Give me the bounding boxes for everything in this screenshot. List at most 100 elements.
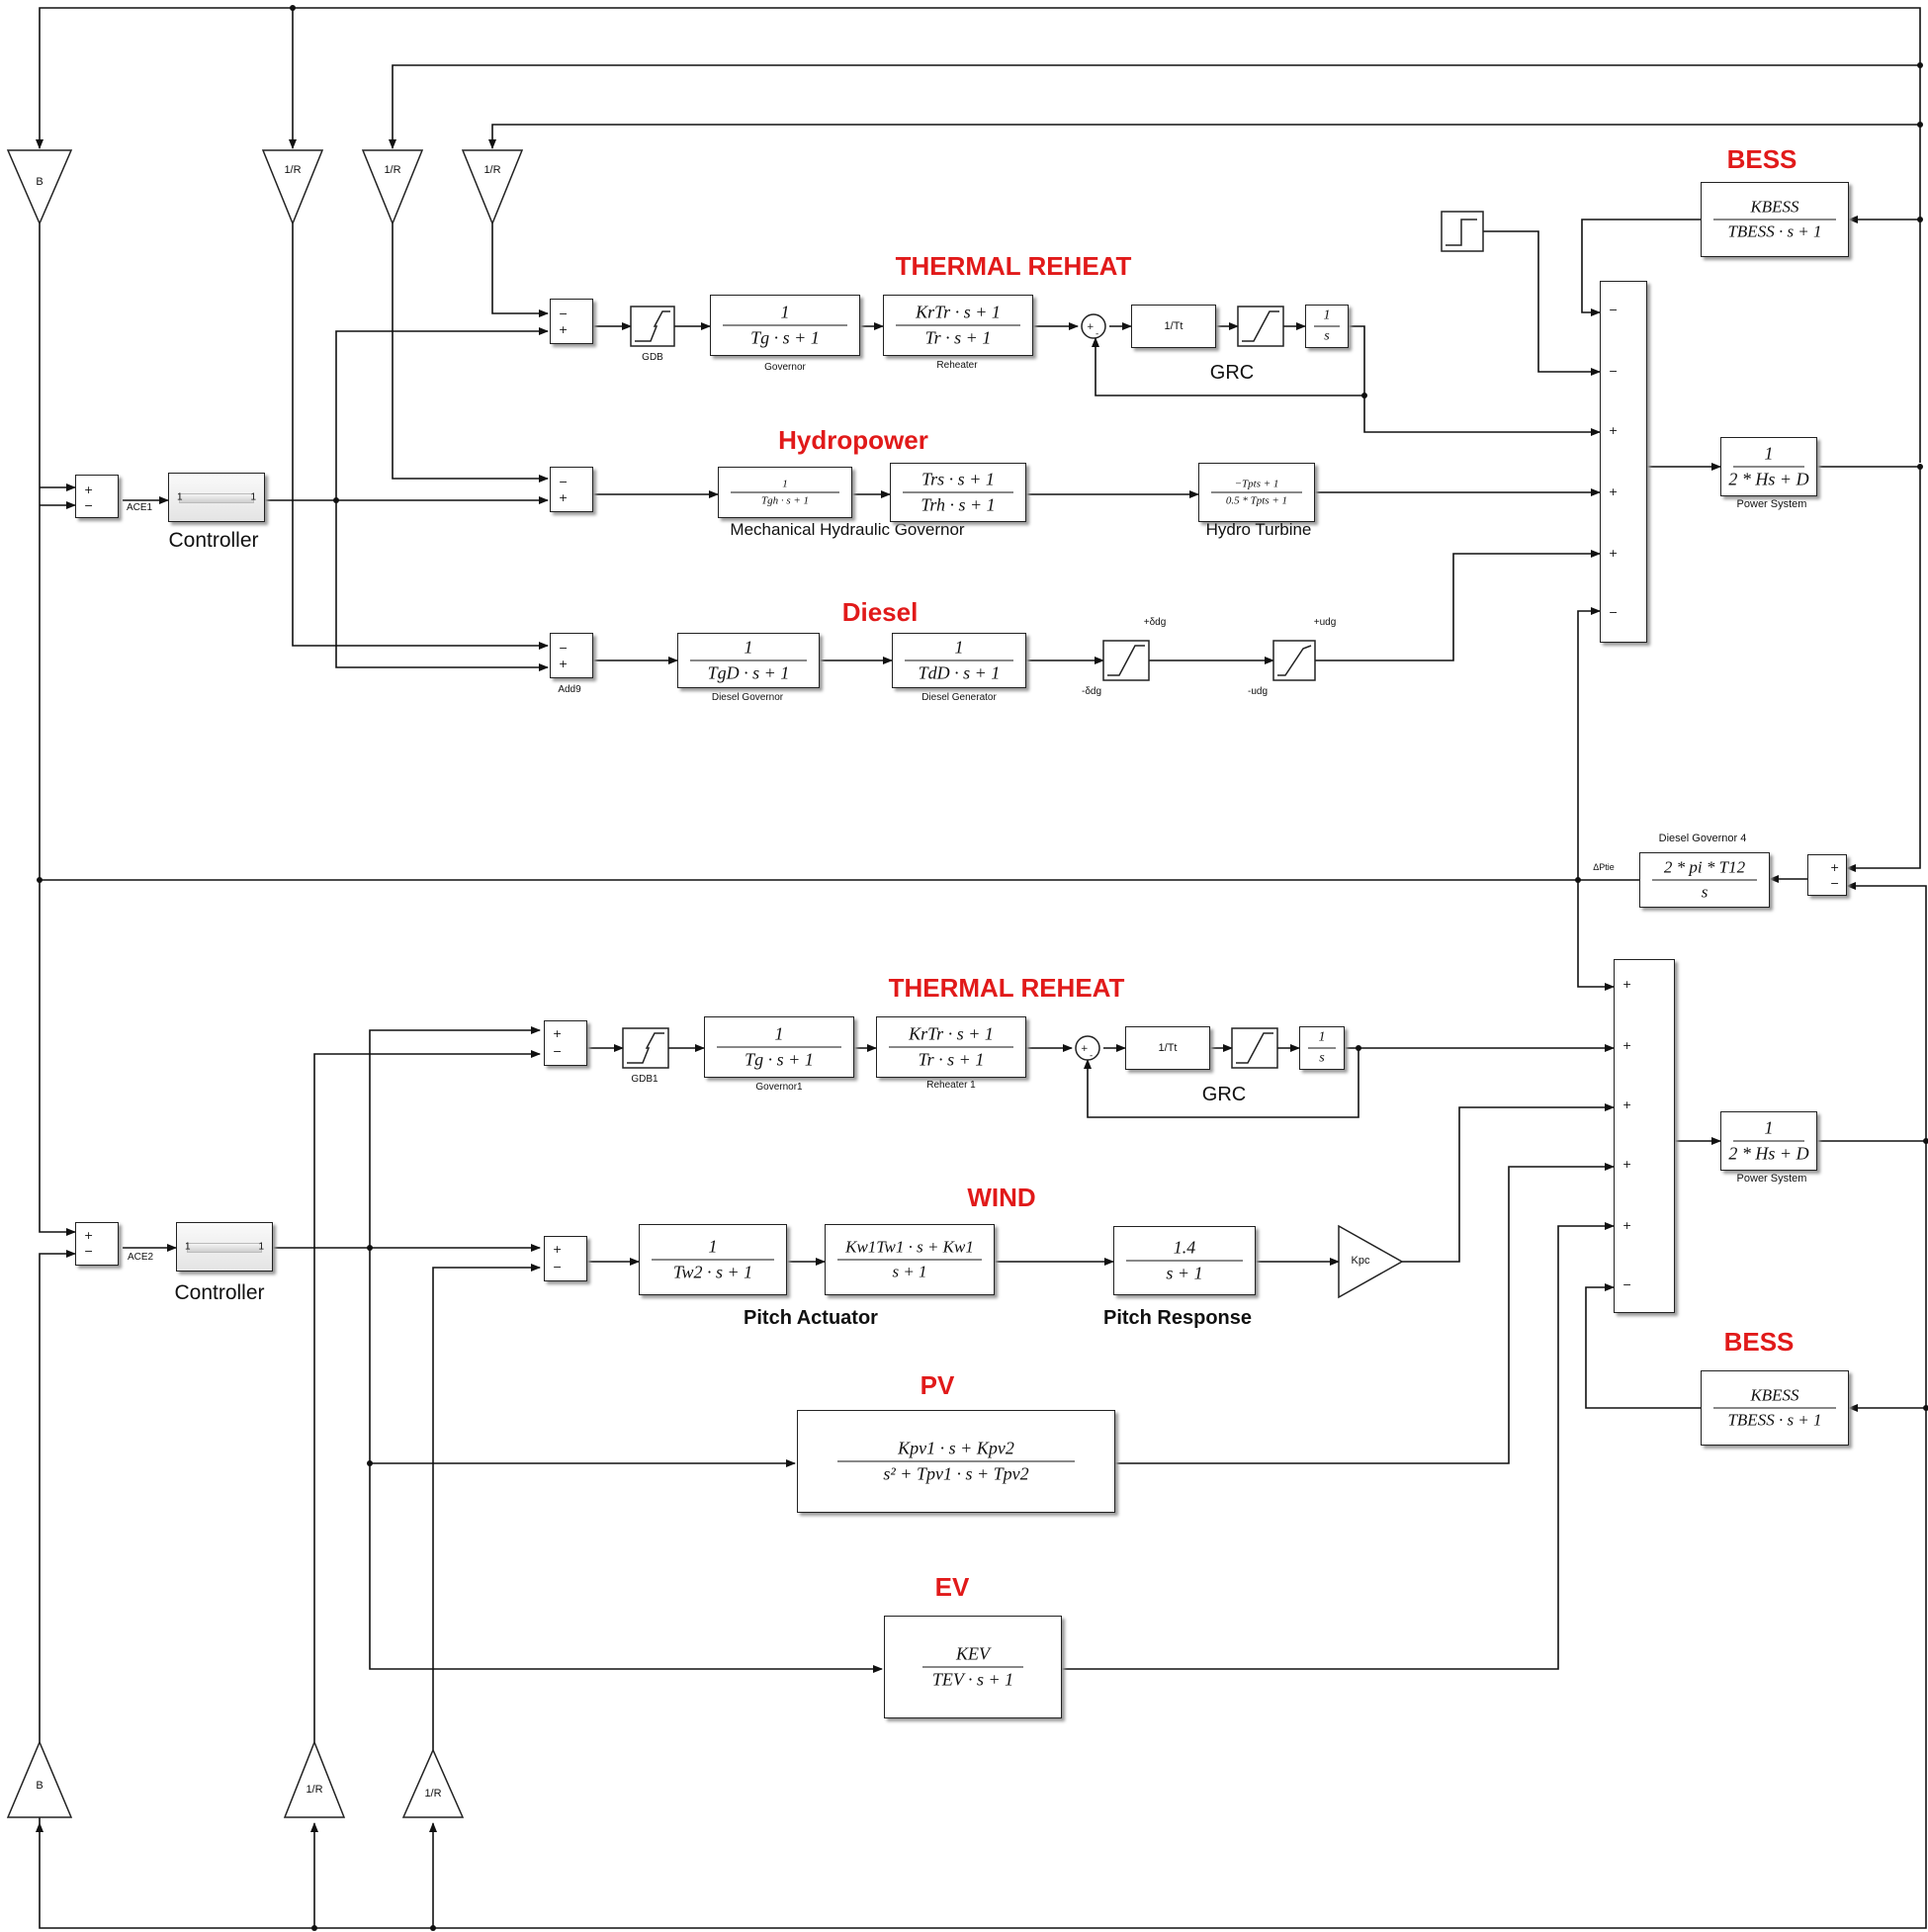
gain-1-r-3	[461, 149, 524, 225]
sum-wind[interactable]: +−	[544, 1236, 587, 1281]
wire	[432, 1264, 541, 1750]
controller-block-2[interactable]: 1 1	[176, 1222, 273, 1272]
grc-saturation-top	[1237, 306, 1284, 347]
label-add9: Add9	[558, 684, 581, 695]
sum-junction-top	[1081, 313, 1106, 339]
section-thermal-reheat-bottom: THERMAL REHEAT	[888, 973, 1125, 1003]
gain-b-bottom	[6, 1740, 73, 1818]
label-power-system-bottom: Power System	[1736, 1173, 1807, 1185]
label-pitch-response: Pitch Response	[1102, 1307, 1253, 1329]
sum-add9[interactable]: −+	[550, 633, 593, 678]
section-wind: WIND	[967, 1183, 1036, 1212]
sum-power-top[interactable]: −− ++ +−	[1600, 281, 1647, 643]
controller-block-1[interactable]: 1 1	[168, 473, 265, 522]
sum-thermal-bottom[interactable]: +−	[544, 1020, 587, 1066]
wire	[1062, 1222, 1615, 1670]
wire	[1115, 1163, 1615, 1464]
gain-1-r-4	[283, 1739, 346, 1818]
sum-power-bottom[interactable]: ++ ++ +−	[1614, 959, 1675, 1313]
sum-tie[interactable]: +−	[1807, 854, 1847, 896]
wire	[335, 327, 549, 500]
grc-saturation-bottom	[1231, 1027, 1278, 1069]
wire	[1585, 1283, 1701, 1409]
label-reheater: Reheater	[936, 360, 978, 371]
label-pitch-actuator: Pitch Actuator	[744, 1307, 878, 1329]
wire	[392, 223, 549, 483]
label-grc-top: GRC	[1209, 362, 1255, 384]
sum-ace2[interactable]: +−	[75, 1222, 119, 1266]
wire	[292, 223, 549, 650]
label-hydro-turbine: Hydro Turbine	[1205, 520, 1312, 539]
label-ace2: ACE2	[127, 1252, 154, 1263]
label-gdb1: GDB1	[631, 1074, 658, 1085]
svg-text:-: -	[1095, 329, 1098, 339]
wire	[313, 1050, 541, 1742]
gain-kpc-label: Kpc	[1351, 1255, 1370, 1267]
gain-1-r-5	[401, 1748, 465, 1818]
wire	[36, 7, 1921, 463]
label-plus-delta-dg: +δdg	[1143, 617, 1167, 628]
section-bess-top: BESS	[1726, 144, 1797, 174]
wire	[1363, 395, 1601, 436]
wire	[36, 1139, 1927, 1929]
label-reheater1: Reheater 1	[926, 1080, 976, 1091]
sum-junction-bottom	[1075, 1035, 1100, 1061]
one-over-tt-block-top[interactable]: 1/Tt	[1131, 305, 1216, 348]
label-controller-2: Controller	[174, 1281, 265, 1304]
section-thermal-reheat-top: THERMAL REHEAT	[895, 251, 1132, 281]
wire	[335, 500, 549, 671]
wire	[369, 1026, 541, 1248]
wire	[389, 64, 1920, 149]
gain-1-r-label-5: 1/R	[424, 1788, 442, 1800]
wire	[1084, 1048, 1359, 1118]
label-diesel-governor: Diesel Governor	[711, 692, 784, 703]
wire	[1577, 607, 1601, 880]
svg-text:-: -	[1090, 1051, 1093, 1061]
section-hydropower: Hydropower	[778, 425, 928, 455]
sum-hydro[interactable]: −+	[550, 467, 593, 512]
wire	[491, 223, 549, 317]
gain-1-r-2	[361, 149, 424, 225]
one-over-tt-block-bottom[interactable]: 1/Tt	[1125, 1026, 1210, 1070]
label-mechanical-hydraulic-governor: Mechanical Hydraulic Governor	[730, 520, 965, 539]
wire	[1846, 467, 1921, 872]
label-diesel-governor-4: Diesel Governor 4	[1658, 833, 1747, 844]
wire	[39, 1250, 76, 1823]
wire	[369, 1463, 883, 1673]
sum-ace1[interactable]: +−	[75, 475, 119, 518]
label-plus-udg: +udg	[1313, 617, 1337, 628]
gain-1-r-label-2: 1/R	[384, 164, 401, 176]
wire	[1846, 882, 1927, 1139]
wire	[1483, 230, 1601, 376]
label-minus-udg: -udg	[1247, 686, 1269, 697]
label-grc-bottom: GRC	[1201, 1084, 1247, 1105]
section-diesel: Diesel	[841, 597, 919, 627]
label-minus-delta-dg: -δdg	[1081, 686, 1102, 697]
gain-b-top-label: B	[36, 176, 44, 188]
sum-thermal-top[interactable]: −+	[550, 299, 593, 344]
label-delta-ptie: ΔPtie	[1593, 862, 1615, 872]
svg-text:+: +	[1081, 1044, 1089, 1054]
